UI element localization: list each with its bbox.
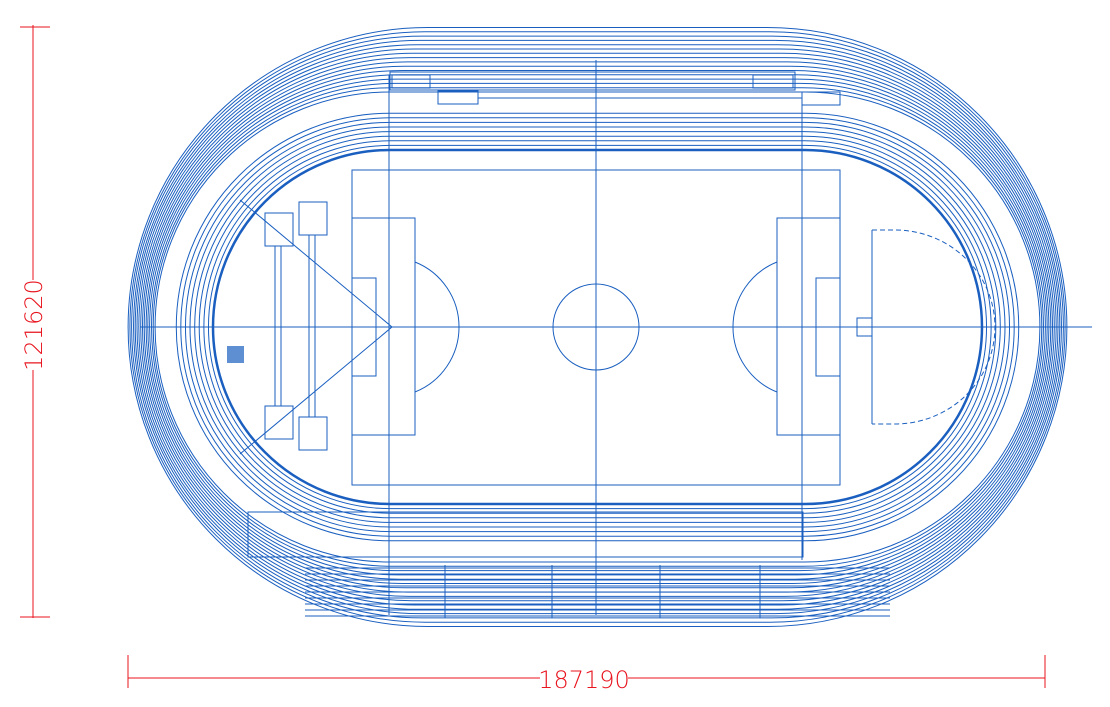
- track-lane-line: [194, 131, 1001, 523]
- stand-row: [140, 57, 1055, 597]
- track-lane-line: [175, 112, 1020, 542]
- hatched-area: [227, 346, 244, 363]
- field-event-area-left: [227, 199, 393, 455]
- north-room: [752, 74, 794, 89]
- stand-row: [149, 78, 1046, 576]
- left-goal-box: [351, 277, 377, 377]
- throwing-sector: [872, 229, 996, 425]
- track-lane-line: [184, 121, 1011, 533]
- track-lane-line: [207, 144, 988, 510]
- jump-pit: [298, 416, 328, 451]
- field-event-area-right: [856, 229, 996, 425]
- track-lane-line: [189, 126, 1006, 528]
- right-goal-box: [815, 277, 841, 377]
- width-dimension-label: 187190: [538, 666, 630, 694]
- stand-row: [127, 27, 1068, 627]
- stand-row: [136, 48, 1059, 606]
- stand-row: [134, 44, 1061, 610]
- throw-sector-line: [239, 199, 393, 328]
- throw-sector-line: [239, 326, 393, 455]
- stand-row: [154, 91, 1041, 563]
- stand-row: [147, 74, 1048, 580]
- track-lane-line: [198, 135, 997, 519]
- left-penalty-arc: [414, 261, 460, 393]
- runway: [274, 245, 282, 407]
- jump-pit: [264, 405, 294, 440]
- stand-row: [150, 82, 1045, 572]
- runway: [308, 234, 316, 418]
- stand-row: [132, 39, 1063, 615]
- throwing-circle: [856, 317, 873, 337]
- spectator-stands: [127, 27, 1068, 627]
- north-room: [391, 74, 431, 89]
- stand-row: [129, 31, 1066, 623]
- right-penalty-arc: [732, 261, 778, 393]
- height-dimension-label: 121620: [20, 279, 48, 371]
- stand-row: [152, 87, 1043, 567]
- football-pitch: [140, 60, 1092, 615]
- stand-row: [131, 35, 1064, 619]
- stand-row: [145, 70, 1050, 584]
- stand-row: [138, 52, 1057, 602]
- track-lane-line: [203, 140, 992, 514]
- south-stand: [247, 511, 890, 618]
- stand-row: [143, 65, 1052, 589]
- track-inner-edge: [211, 148, 984, 506]
- north-facilities: [389, 71, 841, 106]
- track-lane-line: [180, 117, 1015, 537]
- south-straight-area: [247, 511, 804, 558]
- running-track: [175, 112, 1020, 542]
- center-circle: [552, 283, 640, 371]
- jump-pit: [298, 201, 328, 236]
- north-building: [389, 71, 796, 91]
- dimension-lines: 187190 121620: [20, 25, 1046, 694]
- north-room: [437, 90, 479, 105]
